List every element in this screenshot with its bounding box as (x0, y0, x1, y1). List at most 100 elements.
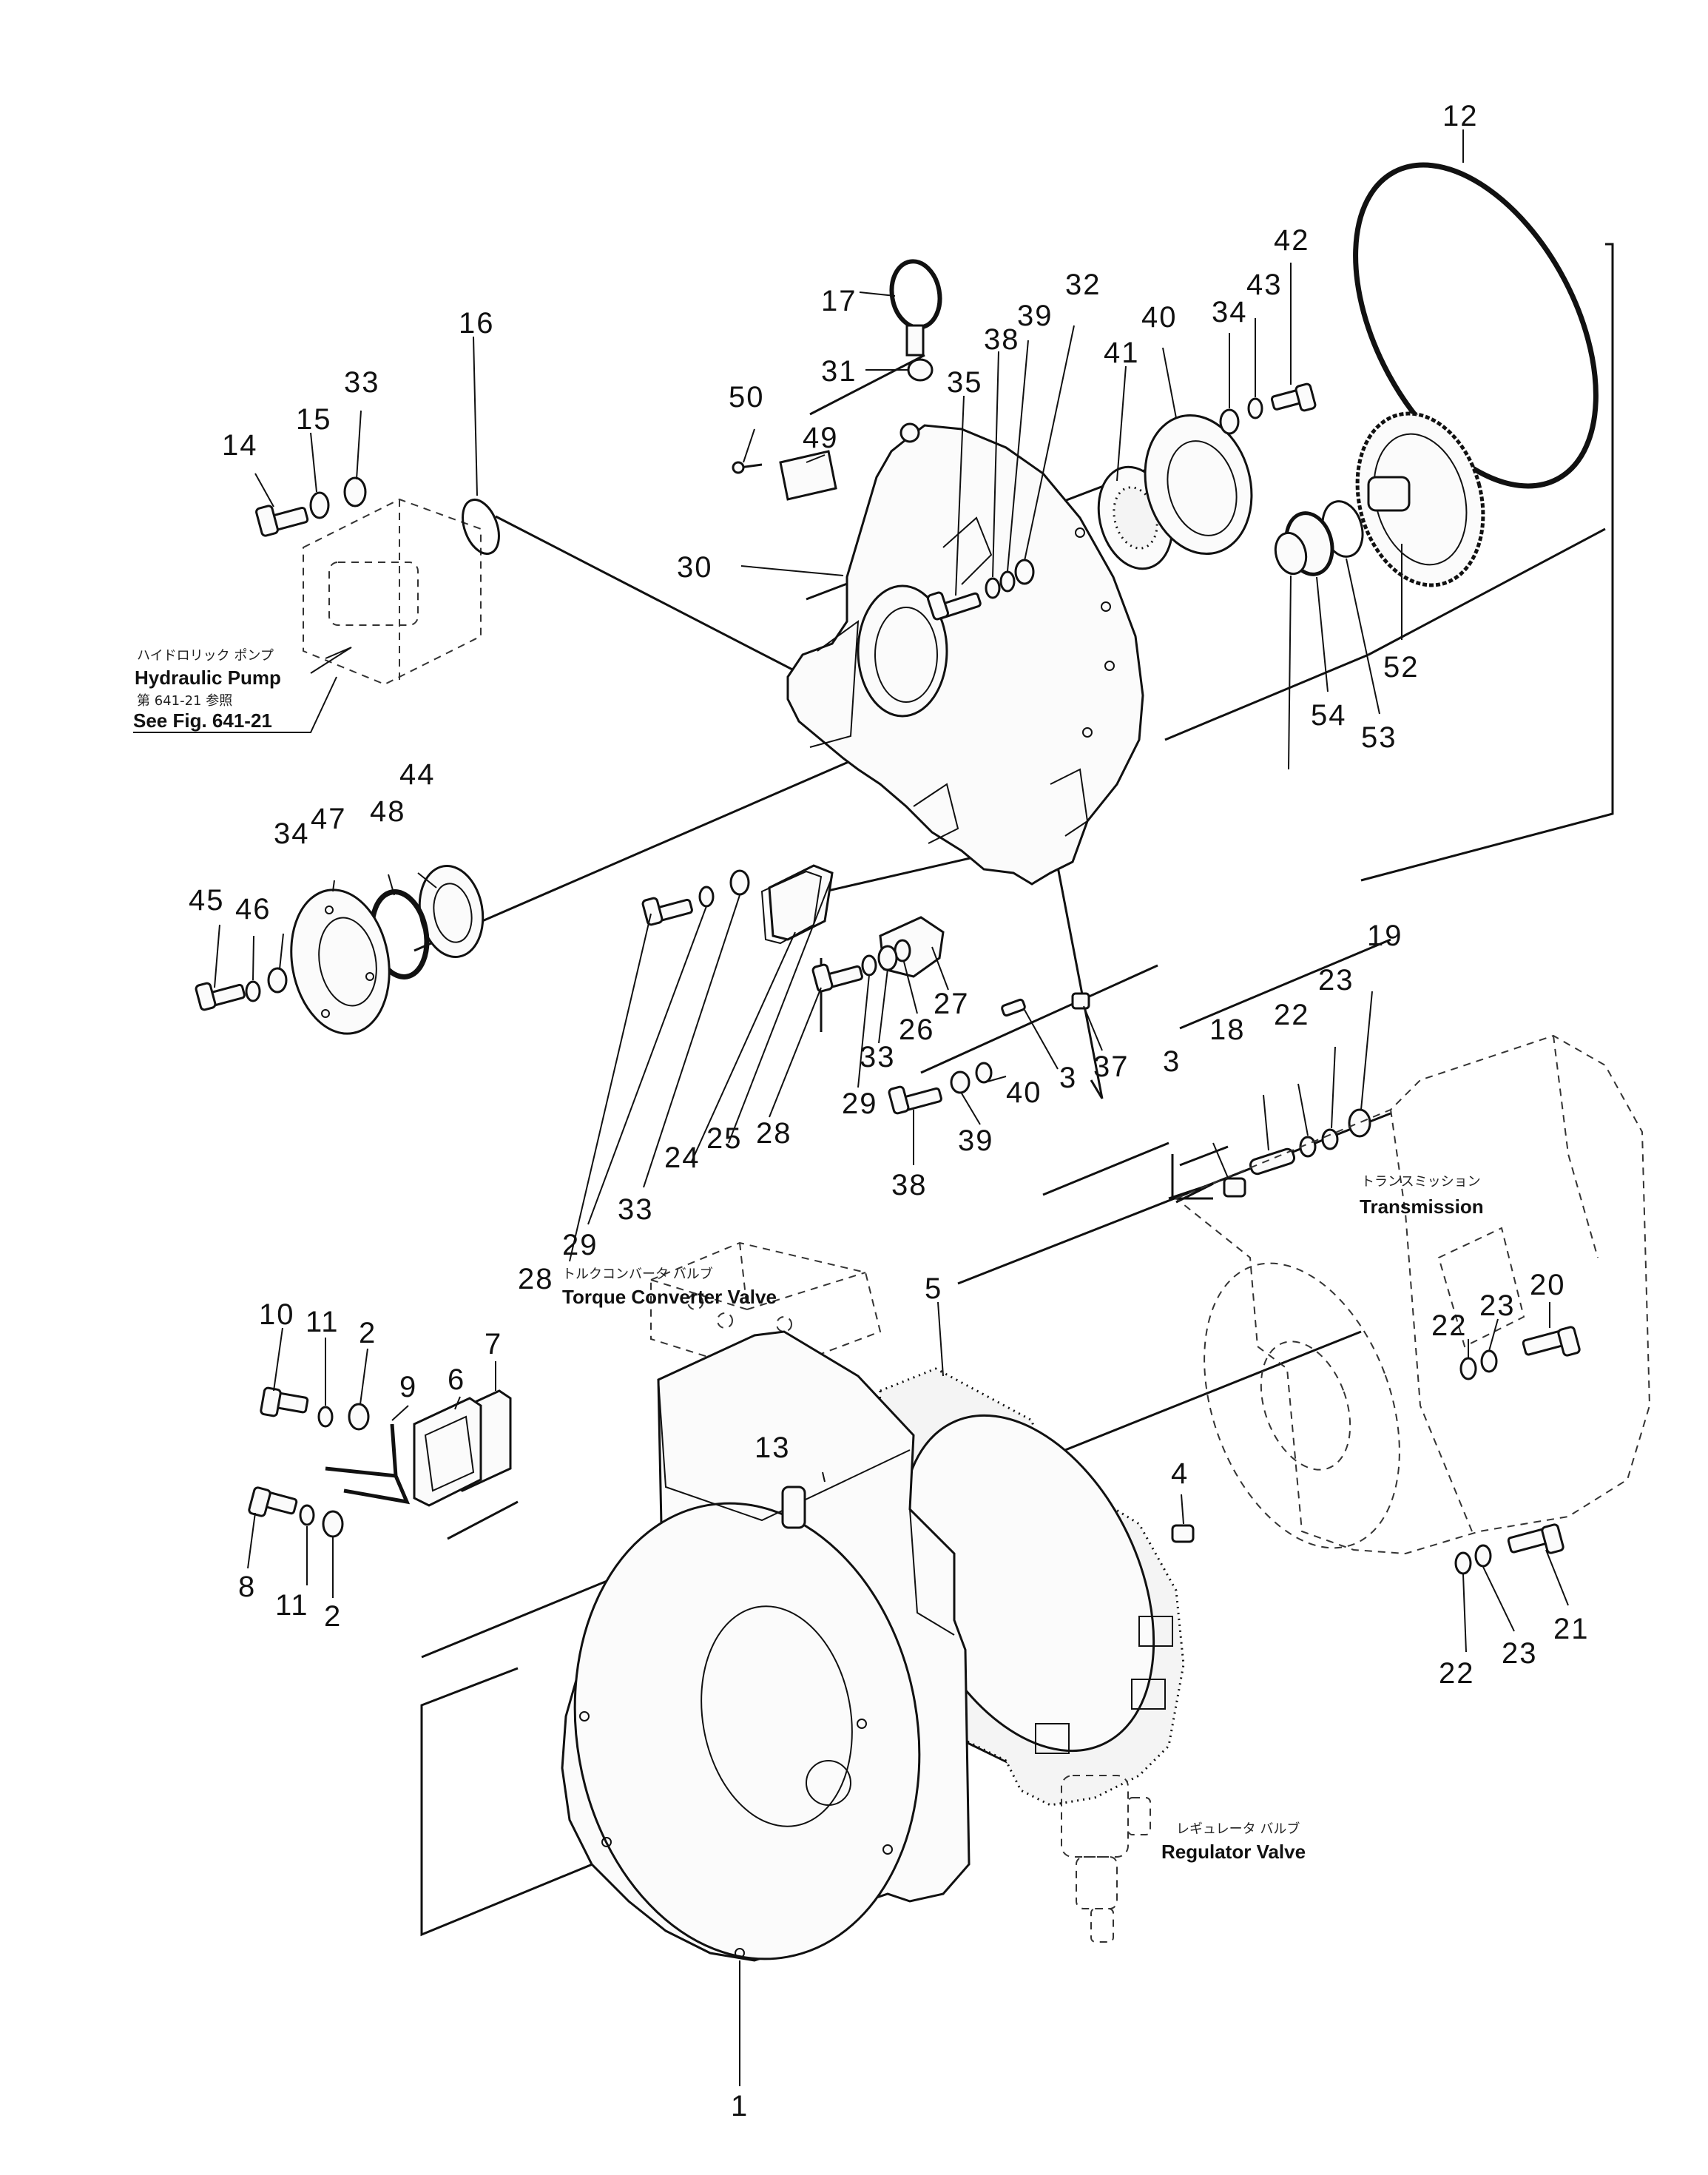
callout-37: 38 (891, 1169, 928, 1201)
bolt-9 (248, 1486, 298, 1517)
callout-19: 19 (1367, 920, 1403, 952)
callout-34-a: 34 (1212, 296, 1248, 328)
callout-17: 17 (821, 285, 857, 317)
callout-27: 27 (934, 988, 970, 1020)
callout-18: 18 (1209, 1014, 1246, 1046)
washer-38-top (985, 577, 1001, 599)
nut-19 (1348, 1108, 1371, 1138)
callout-38-a: 38 (984, 323, 1020, 356)
torque-converter-label-jp: トルクコンバータ バルブ (562, 1266, 713, 1282)
callout-21: 21 (1553, 1613, 1590, 1645)
callout-4: 4 (1171, 1457, 1189, 1490)
washer-22-mid (1459, 1357, 1477, 1380)
washer-23-top (1321, 1128, 1339, 1150)
washer-39-low (975, 1062, 993, 1084)
callout-51: 52 (1383, 651, 1420, 684)
bolt-10 (260, 1386, 309, 1417)
callout-11-a: 11 (306, 1306, 340, 1338)
callout-52: 53 (1361, 721, 1397, 754)
gear-51 (1355, 411, 1485, 587)
callout-34-b: 34 (274, 817, 310, 850)
callout-28-b: 28 (756, 1117, 792, 1150)
callout-20: 20 (1530, 1269, 1566, 1301)
callout-30: 30 (677, 551, 713, 584)
callout-47: 47 (311, 803, 347, 835)
callout-40: 40 (1141, 301, 1178, 334)
callout-29-a: 29 (562, 1229, 598, 1261)
callout-8: 9 (399, 1371, 417, 1403)
o-ring-16 (462, 499, 500, 555)
callout-35: 37 (1093, 1051, 1130, 1083)
callout-13: 13 (755, 1432, 791, 1464)
nut-3-right (1223, 1177, 1246, 1198)
callout-33-c: 33 (860, 1041, 896, 1073)
bolt-42 (1270, 382, 1317, 412)
callout-49: 49 (803, 422, 839, 454)
washer-23-mid (1480, 1349, 1498, 1373)
callout-5: 5 (925, 1272, 942, 1305)
callout-2-a: 2 (359, 1317, 377, 1349)
converter-housing-1 (561, 1330, 971, 1962)
callout-41: 41 (1104, 337, 1140, 369)
callout-11-b: 11 (275, 1589, 309, 1622)
hydraulic-pump-label-jp: ハイドロリック ポンプ (137, 648, 274, 664)
bolt-28-low (811, 963, 863, 993)
callout-23-a: 23 (1318, 964, 1354, 997)
callout-22-c: 22 (1439, 1657, 1475, 1690)
transmission-label: Transmission (1360, 1196, 1484, 1218)
parts (133, 162, 1651, 1962)
component-labels: ハイドロリック ポンプ Hydraulic Pump 第 641-21 参照 S… (133, 648, 1484, 1863)
callout-33-a: 33 (344, 366, 380, 399)
nut-33-low (877, 945, 898, 971)
transmission-label-jp: トランスミッション (1361, 1174, 1481, 1190)
bearing-54 (1274, 531, 1308, 576)
callout-15: 15 (296, 403, 332, 436)
callout-43: 43 (1246, 269, 1283, 301)
plate-49 (779, 450, 837, 501)
callout-16: 16 (459, 307, 495, 340)
callout-3-b: 3 (1163, 1045, 1181, 1078)
washer-22-low (1454, 1551, 1472, 1575)
callout-22-b: 22 (1431, 1309, 1468, 1342)
nut-34-left (267, 967, 288, 994)
washer-38-low (950, 1070, 971, 1094)
hydraulic-pump-ref-jp: 第 641-21 参照 (137, 693, 232, 709)
regulator-label-jp: レギュレータ バルブ (1176, 1821, 1300, 1837)
regulator-label: Regulator Valve (1161, 1841, 1306, 1863)
dowel-4 (1171, 1524, 1195, 1543)
callout-36: 35 (947, 366, 983, 399)
nut-2-top (348, 1403, 370, 1431)
nut-2-low (322, 1510, 344, 1538)
callout-14: 14 (222, 429, 258, 462)
callout-46: 46 (235, 893, 271, 925)
callout-12: 12 (1442, 100, 1479, 132)
callout-39-a: 39 (1017, 300, 1053, 332)
callout-23-c: 23 (1502, 1637, 1538, 1670)
callout-9: 8 (238, 1571, 256, 1603)
retainer-40 (1144, 414, 1253, 556)
callout-45: 45 (189, 884, 225, 917)
callout-32: 32 (1065, 269, 1101, 301)
bolt-20 (1522, 1326, 1581, 1357)
torque-converter-valve (650, 1241, 882, 1400)
bolt-14 (255, 505, 309, 537)
stud-18 (1249, 1147, 1296, 1176)
callout-48: 48 (370, 795, 406, 828)
washer-39-top (999, 570, 1016, 593)
washer-11-top (317, 1406, 334, 1428)
bracket-8 (325, 1423, 411, 1505)
callout-42: 42 (1274, 224, 1310, 257)
bolt-21 (1507, 1523, 1564, 1554)
bolt-37 (888, 1085, 942, 1115)
callout-50: 50 (729, 381, 765, 414)
plug-35 (1071, 992, 1090, 1010)
hydraulic-pump-label: Hydraulic Pump (135, 667, 281, 689)
nut-33-mid (729, 869, 750, 896)
callout-3-a: 3 (1059, 1062, 1077, 1094)
callout-31: 31 (821, 355, 857, 388)
callout-6: 6 (448, 1363, 465, 1396)
housing-30 (786, 422, 1144, 886)
bolt-28-mid (641, 897, 693, 926)
eye-bolt-17 (889, 259, 942, 357)
